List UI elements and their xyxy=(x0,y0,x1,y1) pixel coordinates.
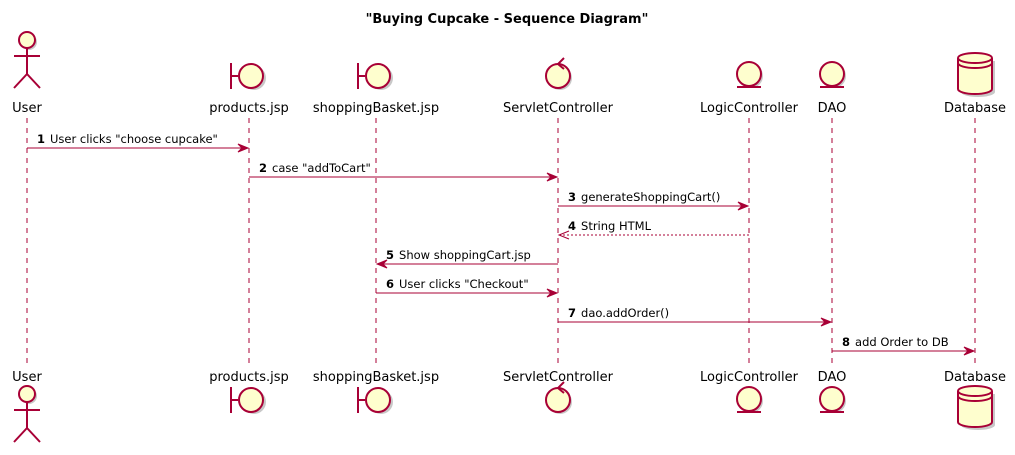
message-number: 4 xyxy=(568,219,576,233)
arrow-head-icon xyxy=(557,230,570,240)
lifelines xyxy=(26,118,976,368)
database-icon xyxy=(957,385,995,430)
diagram-title: "Buying Cupcake - Sequence Diagram" xyxy=(366,12,649,27)
participants-top: User products.jsp shoppingBasket.jsp Servle… xyxy=(12,31,1006,116)
actor-icon xyxy=(13,31,41,89)
arrow-head-icon xyxy=(237,143,250,153)
message-text: User clicks "choose cupcake" xyxy=(50,132,218,146)
message-text: case "addToCart" xyxy=(272,161,371,175)
message-6: 6 User clicks "Checkout" xyxy=(376,277,559,298)
arrow-head-icon xyxy=(737,201,750,211)
bottom-participant-user: User xyxy=(12,370,42,443)
message-number: 8 xyxy=(842,335,850,349)
bottom-participant-dao: DAO xyxy=(818,370,847,413)
message-label: 8 add Order to DB xyxy=(842,335,949,349)
bottom-participant-label: ServletController xyxy=(503,370,614,385)
bottom-participant-db: Database xyxy=(944,370,1006,430)
arrow-head-icon xyxy=(820,317,833,327)
top-participant-logic: LogicController xyxy=(700,61,799,116)
entity-icon xyxy=(736,386,763,413)
top-participant-label: products.jsp xyxy=(209,101,289,116)
messages: 1 User clicks "choose cupcake" 2 case "addT… xyxy=(27,132,976,356)
message-number: 6 xyxy=(386,277,394,291)
message-number: 1 xyxy=(37,132,45,146)
boundary-icon xyxy=(357,387,393,414)
bottom-participant-basket: shoppingBasket.jsp xyxy=(313,370,439,414)
bottom-participant-label: Database xyxy=(944,370,1006,385)
entity-icon xyxy=(819,386,846,413)
message-3: 3 generateShoppingCart() xyxy=(558,190,750,211)
arrow-head-icon xyxy=(546,172,559,182)
top-participant-label: shoppingBasket.jsp xyxy=(313,101,439,116)
entity-icon xyxy=(819,61,846,88)
top-participant-label: ServletController xyxy=(503,101,614,116)
bottom-participant-label: LogicController xyxy=(700,370,799,385)
arrow-head-icon xyxy=(375,259,388,269)
message-text: generateShoppingCart() xyxy=(581,190,720,204)
message-8: 8 add Order to DB xyxy=(832,335,976,356)
message-4: 4 String HTML xyxy=(557,219,749,240)
control-icon xyxy=(545,57,572,90)
top-participant-basket: shoppingBasket.jsp xyxy=(313,63,439,116)
bottom-participant-servlet: ServletController xyxy=(503,370,614,414)
message-text: String HTML xyxy=(581,219,652,233)
message-number: 5 xyxy=(386,248,394,262)
message-label: 3 generateShoppingCart() xyxy=(568,190,720,204)
actor-icon xyxy=(13,385,41,443)
message-label: 5 Show shoppingCart.jsp xyxy=(386,248,531,262)
message-2: 2 case "addToCart" xyxy=(249,161,559,182)
top-participant-dao: DAO xyxy=(818,61,847,116)
message-text: Show shoppingCart.jsp xyxy=(399,248,531,262)
bottom-participant-products: products.jsp xyxy=(209,370,289,414)
top-participant-db: Database xyxy=(944,52,1006,116)
top-participant-servlet: ServletController xyxy=(503,57,614,116)
message-5: 5 Show shoppingCart.jsp xyxy=(375,248,558,269)
participants-bottom: User products.jsp shoppingBasket.jsp Servle… xyxy=(12,370,1006,443)
message-number: 3 xyxy=(568,190,576,204)
bottom-participant-label: shoppingBasket.jsp xyxy=(313,370,439,385)
top-participant-label: Database xyxy=(944,101,1006,116)
message-text: add Order to DB xyxy=(855,335,949,349)
top-participant-user: User xyxy=(12,31,42,116)
message-number: 7 xyxy=(568,306,576,320)
boundary-icon xyxy=(230,387,266,414)
boundary-icon xyxy=(230,63,266,90)
arrow-head-icon xyxy=(546,288,559,298)
bottom-participant-label: products.jsp xyxy=(209,370,289,385)
bottom-participant-label: DAO xyxy=(818,370,847,385)
message-text: User clicks "Checkout" xyxy=(399,277,529,291)
top-participant-label: DAO xyxy=(818,101,847,116)
control-icon xyxy=(545,381,572,414)
message-number: 2 xyxy=(259,161,267,175)
message-label: 6 User clicks "Checkout" xyxy=(386,277,529,291)
bottom-participant-label: User xyxy=(12,370,42,385)
bottom-participant-logic: LogicController xyxy=(700,370,799,413)
message-7: 7 dao.addOrder() xyxy=(558,306,833,327)
message-label: 2 case "addToCart" xyxy=(259,161,371,175)
top-participant-label: User xyxy=(12,101,42,116)
message-label: 1 User clicks "choose cupcake" xyxy=(37,132,218,146)
message-label: 7 dao.addOrder() xyxy=(568,306,669,320)
message-1: 1 User clicks "choose cupcake" xyxy=(27,132,250,153)
message-label: 4 String HTML xyxy=(568,219,652,233)
database-icon xyxy=(957,52,995,97)
top-participant-label: LogicController xyxy=(700,101,799,116)
boundary-icon xyxy=(357,63,393,90)
top-participant-products: products.jsp xyxy=(209,63,289,116)
entity-icon xyxy=(736,61,763,88)
message-text: dao.addOrder() xyxy=(581,306,669,320)
arrow-head-icon xyxy=(963,346,976,356)
